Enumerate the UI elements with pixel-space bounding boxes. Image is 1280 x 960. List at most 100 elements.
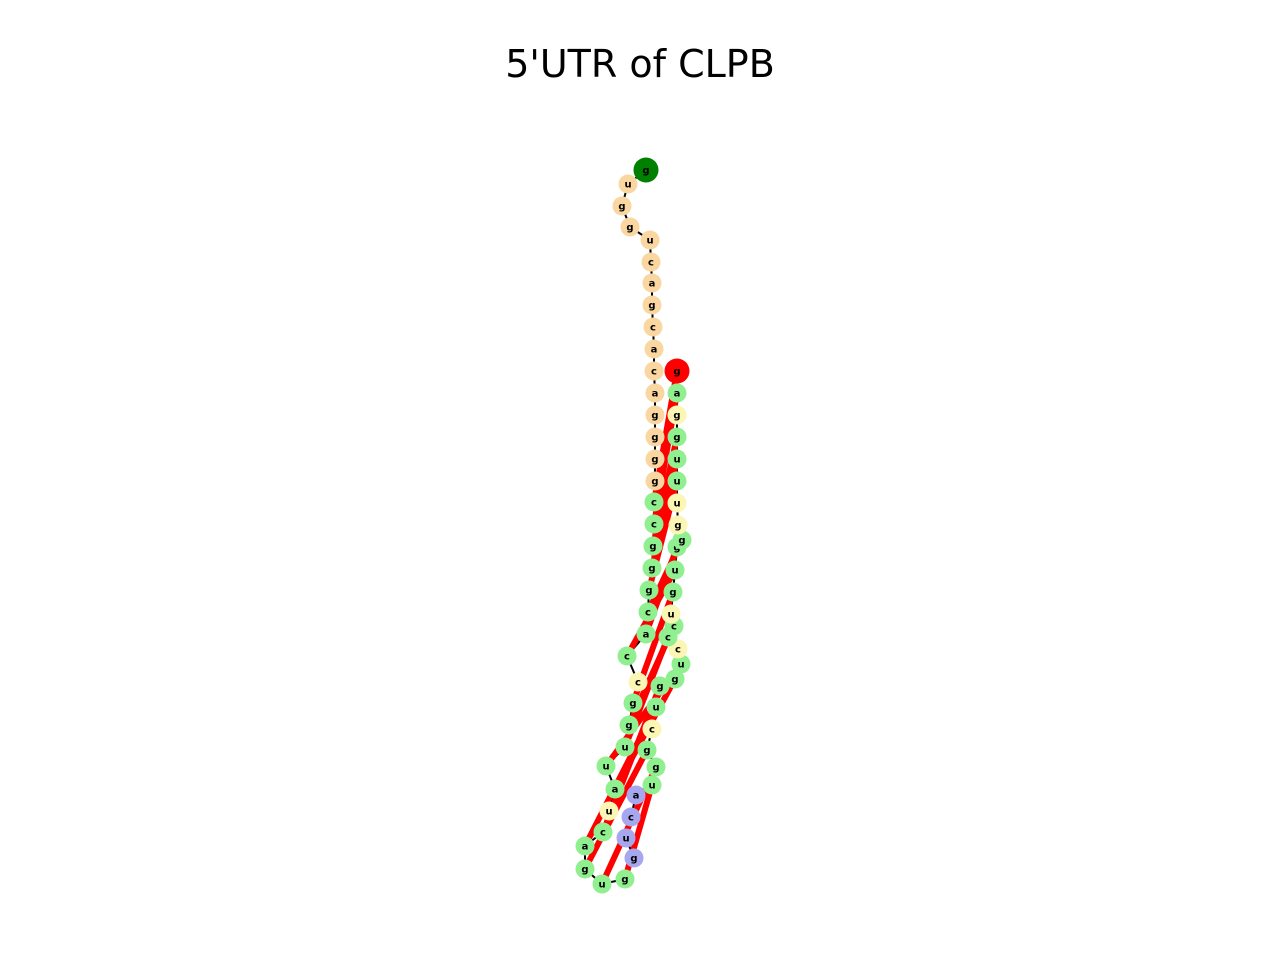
nucleotide: g — [620, 217, 640, 237]
nucleotide-circle — [592, 874, 612, 894]
nucleotide: a — [667, 383, 687, 403]
nucleotide-circle — [626, 785, 646, 805]
nucleotide-label: a — [643, 630, 650, 641]
nucleotide-label: a — [649, 279, 656, 290]
nucleotide-circle — [643, 536, 663, 556]
nucleotide: g — [645, 471, 665, 491]
nucleotide-label: u — [605, 807, 612, 818]
nucleotide: a — [645, 383, 665, 403]
nucleotide-circle — [645, 383, 665, 403]
nucleotide-label: g — [645, 586, 652, 597]
nucleotide-circle — [667, 427, 687, 447]
nucleotide-circle — [615, 737, 635, 757]
nucleotide: g — [619, 715, 639, 735]
nucleotide-circle — [650, 676, 670, 696]
nucleotide-label: a — [612, 785, 619, 796]
nucleotide: u — [640, 230, 660, 250]
nucleotide-circle — [599, 801, 619, 821]
nucleotide-label: g — [652, 763, 659, 774]
nucleotide-label: a — [582, 842, 589, 853]
nucleotide-circle — [665, 669, 685, 689]
nucleotide-circle — [639, 580, 659, 600]
nucleotide-label: c — [651, 367, 657, 378]
nucleotide-label: a — [651, 345, 658, 356]
nucleotide-circle — [633, 157, 659, 183]
nucleotide: g — [672, 530, 692, 550]
nucleotide-circle — [616, 828, 636, 848]
nucleotide: g — [623, 693, 643, 713]
nucleotide-label: c — [635, 678, 641, 689]
nucleotide-label: g — [621, 875, 628, 886]
nucleotide-label: g — [648, 301, 655, 312]
nucleotide-label: g — [642, 166, 649, 177]
nucleotide-label: c — [645, 608, 651, 619]
nucleotide: g — [615, 869, 635, 889]
nucleotide-label: g — [673, 367, 680, 378]
nucleotide-circle — [667, 405, 687, 425]
nucleotide-circle — [642, 273, 662, 293]
nucleotide-label: u — [622, 834, 629, 845]
nucleotide-label: c — [651, 498, 657, 509]
nucleotide: u — [667, 449, 687, 469]
nucleotide-circle — [645, 405, 665, 425]
nucleotide: c — [643, 317, 663, 337]
nucleotide-label: g — [651, 433, 658, 444]
nucleotide-circle — [664, 358, 690, 384]
nucleotide-circle — [617, 646, 637, 666]
nucleotide-label: g — [678, 536, 685, 547]
nucleotide-circle — [642, 719, 662, 739]
nucleotide-label: g — [651, 455, 658, 466]
nucleotide-label: g — [625, 721, 632, 732]
nucleotide-label: c — [624, 652, 630, 663]
nucleotide-circle — [644, 339, 664, 359]
nucleotide-label: g — [673, 411, 680, 422]
nucleotide-label: u — [673, 477, 680, 488]
nucleotide-circle — [644, 361, 664, 381]
nucleotide-circle — [615, 869, 635, 889]
nucleotide: a — [644, 339, 664, 359]
nucleotide-label: a — [674, 389, 681, 400]
nucleotide-label: g — [651, 477, 658, 488]
nucleotide-circle — [612, 196, 632, 216]
nucleotide-circle — [623, 693, 643, 713]
nucleotide-circle — [644, 514, 664, 534]
nucleotide-circle — [575, 859, 595, 879]
nucleotide-circle — [645, 427, 665, 447]
nucleotide-label: g — [618, 202, 625, 213]
nucleotide-label: g — [656, 682, 663, 693]
nucleotide-circle — [621, 807, 641, 827]
nucleotide-label: u — [673, 455, 680, 466]
nucleotide-label: c — [665, 633, 671, 644]
nucleotide-circle — [619, 715, 639, 735]
nucleotide-circle — [665, 560, 685, 580]
nucleotide-circle — [641, 252, 661, 272]
nucleotide-label: u — [602, 762, 609, 773]
nucleotide-label: c — [649, 725, 655, 736]
nucleotide-label: g — [643, 746, 650, 757]
nucleotide-circle — [640, 230, 660, 250]
nucleotide-circle — [661, 604, 681, 624]
nucleotide: u — [615, 737, 635, 757]
nucleotide-circle — [618, 174, 638, 194]
nucleotide-label: g — [581, 865, 588, 876]
nucleotide-circle — [645, 449, 665, 469]
nucleotide-circle — [638, 602, 658, 622]
nucleotide-label: c — [600, 828, 606, 839]
nucleotide-circle — [667, 449, 687, 469]
nucleotide: u — [592, 874, 612, 894]
nucleotide-circle — [663, 582, 683, 602]
diagram-title: 5'UTR of CLPB — [505, 42, 775, 86]
nucleotide: g — [637, 740, 657, 760]
nucleotide-label: g — [626, 223, 633, 234]
nucleotide-circle — [667, 471, 687, 491]
nucleotide-circle — [667, 493, 687, 513]
nucleotide: g — [667, 405, 687, 425]
nucleotide-circle — [593, 822, 613, 842]
nucleotide-circle — [671, 654, 691, 674]
nucleotide-circle — [646, 757, 666, 777]
nucleotide: g — [665, 669, 685, 689]
nucleotide: g — [663, 582, 683, 602]
nucleotide-circle — [575, 836, 595, 856]
